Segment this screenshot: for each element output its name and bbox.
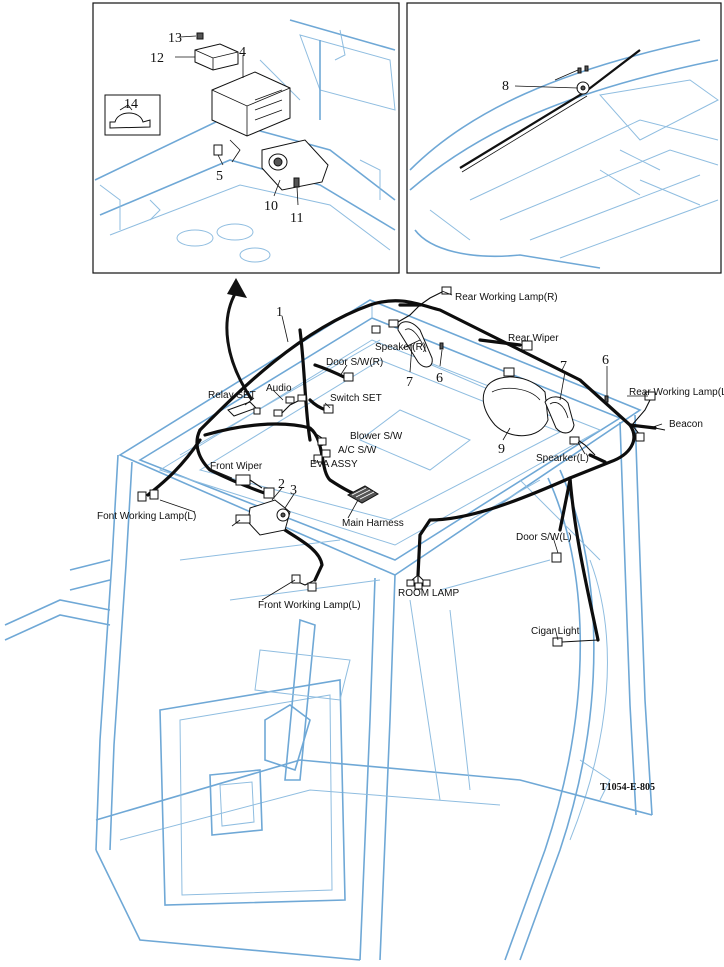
label-cigar-light: Cigar Light	[531, 626, 580, 637]
callout-4: 4	[239, 45, 246, 60]
callout-9: 9	[498, 442, 505, 457]
labels: Rear Working Lamp(R) Speaker(R) Rear Wip…	[97, 292, 724, 793]
part-5-connector	[213, 144, 223, 156]
label-eva-assy: EVA ASSY	[310, 459, 358, 470]
part-2-front-wiper-motor	[231, 487, 291, 536]
label-rear-wiper: Rear Wiper	[508, 333, 559, 344]
label-room-lamp: ROOM LAMP	[398, 588, 459, 599]
callout-3: 3	[290, 483, 297, 498]
label-speaker-l: Spearker(L)	[536, 453, 589, 464]
label-speaker-r: Speaker(R)	[375, 342, 426, 353]
callout-5: 5	[216, 169, 223, 184]
part-7-speaker-l	[544, 396, 575, 434]
callout-12: 12	[150, 51, 164, 66]
drawing-code: T1054-E-805	[600, 782, 655, 793]
callout-7b: 7	[560, 359, 567, 374]
label-switch-set: Switch SET	[330, 393, 382, 404]
part-12-relay-box	[194, 43, 239, 71]
callout-1: 1	[276, 305, 283, 320]
label-rear-working-lamp-r: Rear Working Lamp(R)	[455, 292, 558, 303]
label-blower-sw: Blower S/W	[350, 431, 403, 442]
callout-2: 2	[278, 477, 285, 492]
part-4-audio-unit	[211, 71, 291, 137]
callout-7a: 7	[406, 375, 413, 390]
inset-roof-electrical-box: 13 12 4 5 10 11 14	[92, 2, 400, 274]
label-rear-working-lamp-l: Rear Working Lamp(L)	[629, 387, 724, 398]
part-7-speaker-r	[397, 321, 433, 368]
label-front-working-lamp-l: Front Working Lamp(L)	[258, 600, 361, 611]
label-beacon: Beacon	[669, 419, 703, 430]
label-main-harness: Main Harness	[342, 518, 404, 529]
callout-leaders	[159, 290, 663, 641]
inset-rear-wiper-roof: 8	[406, 2, 722, 274]
callout-8: 8	[502, 79, 509, 94]
callout-13: 13	[168, 31, 182, 46]
label-font-working-lamp-l: Font Working Lamp(L)	[97, 511, 196, 522]
label-front-wiper: Front Wiper	[210, 461, 263, 472]
part-9-rear-wiper-motor	[482, 367, 549, 437]
label-ac-sw: A/C S/W	[338, 445, 377, 456]
label-relay-set: Relay SET	[208, 390, 256, 401]
callout-11: 11	[290, 211, 303, 226]
label-door-sw-r: Door S/W(R)	[326, 357, 383, 368]
label-door-sw-l: Door S/W(L)	[516, 532, 572, 543]
label-audio: Audio	[266, 383, 292, 394]
part-11-screw	[293, 177, 300, 188]
connectors	[137, 286, 666, 647]
callout-10: 10	[264, 199, 278, 214]
callout-14: 14	[124, 97, 138, 112]
callout-6b: 6	[602, 353, 609, 368]
part-10-switch-bracket	[229, 139, 329, 191]
part-14-clamp	[104, 94, 161, 136]
part-13-screw	[196, 32, 204, 40]
callout-6a: 6	[436, 371, 443, 386]
